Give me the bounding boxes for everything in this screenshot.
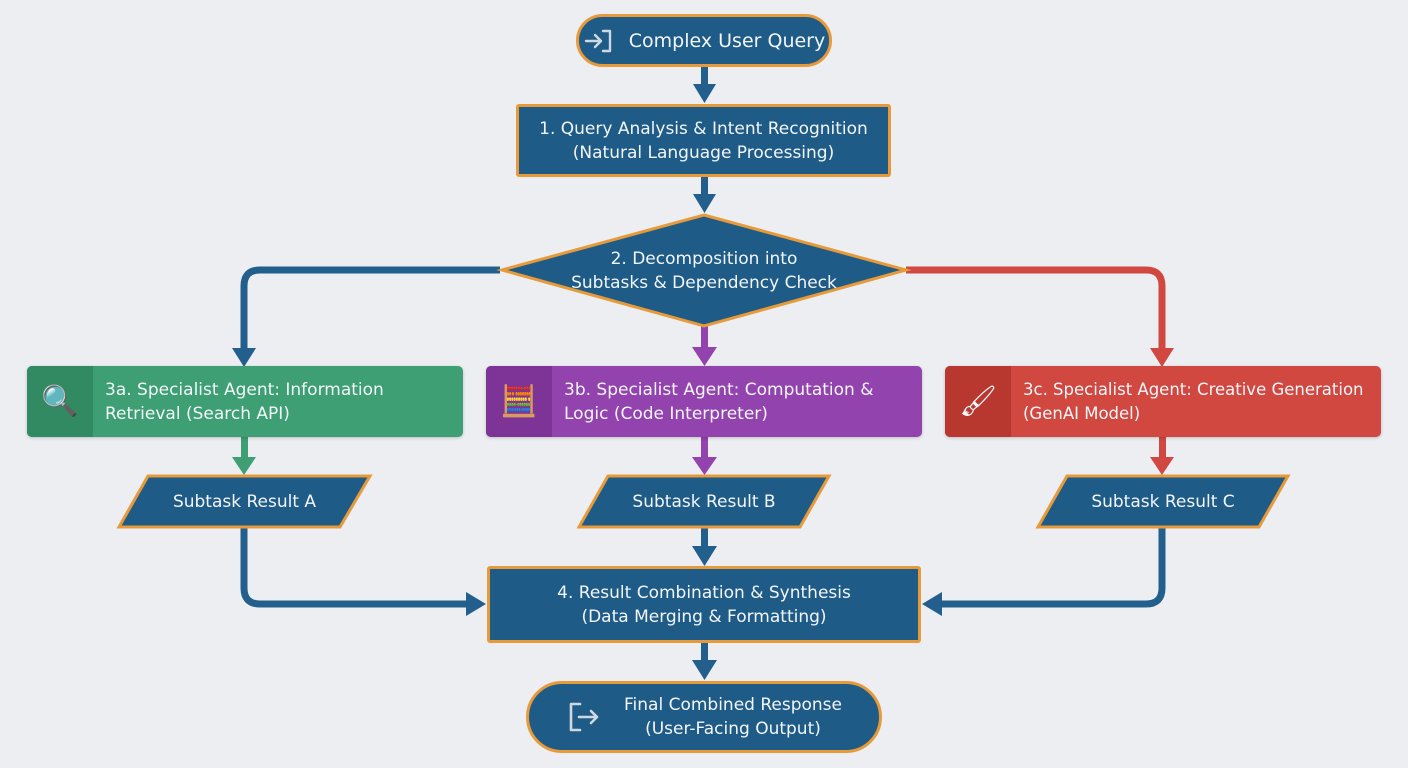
step4-subtitle: (Data Merging & Formatting) — [581, 606, 827, 627]
arrow-agent-a-to-result-a — [232, 436, 256, 475]
decision-diamond — [496, 213, 912, 328]
result-c-shape — [1035, 474, 1291, 529]
agent-b-title: 3b. Specialist Agent: Computation & — [564, 379, 874, 400]
agent-a-title: 3a. Specialist Agent: Information — [105, 379, 384, 400]
agent-a-subtitle: Retrieval (Search API) — [105, 403, 290, 424]
arrow-step4-to-end — [692, 642, 717, 680]
agent-c-title: 3c. Specialist Agent: Creative Generatio… — [1023, 379, 1364, 399]
exit-icon — [566, 700, 604, 734]
arrow-step2-to-agent-a — [232, 266, 500, 367]
result-b-label: Subtask Result B — [632, 491, 776, 512]
result-c-label: Subtask Result C — [1091, 491, 1235, 512]
result-a-shape — [116, 474, 373, 529]
arrow-step1-to-step2 — [693, 176, 716, 213]
arrow-start-to-step1 — [693, 66, 716, 103]
calculator-icon: 🧮 — [486, 366, 552, 437]
step4-node: 4. Result Combination & Synthesis (Data … — [487, 566, 921, 643]
arrow-step2-to-agent-b — [692, 326, 717, 366]
result-b-node: Subtask Result B — [579, 476, 829, 527]
result-c-node: Subtask Result C — [1038, 476, 1288, 527]
end-node: Final Combined Response (User-Facing Out… — [526, 681, 882, 753]
step1-subtitle: (Natural Language Processing) — [572, 142, 835, 163]
step2-node: 2. Decomposition into Subtasks & Depende… — [540, 244, 868, 298]
start-label: Complex User Query — [628, 29, 826, 52]
step2-title: 2. Decomposition into — [610, 249, 798, 269]
arrow-step2-to-agent-c — [906, 266, 1174, 367]
step4-title: 4. Result Combination & Synthesis — [557, 582, 851, 603]
agent-c-node: 🖌 3c. Specialist Agent: Creative Generat… — [945, 366, 1381, 437]
agent-a-node: 🔍 3a. Specialist Agent: Information Retr… — [27, 366, 463, 437]
step1-title: 1. Query Analysis & Intent Recognition — [539, 118, 868, 139]
agent-c-subtitle: (GenAI Model) — [1023, 403, 1141, 423]
arrow-agent-c-to-result-c — [1150, 436, 1174, 475]
end-title: Final Combined Response — [623, 695, 842, 715]
paintbrush-icon: 🖌 — [945, 366, 1011, 437]
step2-subtitle: Subtasks & Dependency Check — [571, 273, 837, 293]
arrow-agent-b-to-result-b — [692, 436, 717, 475]
agent-b-subtitle: Logic (Code Interpreter) — [564, 403, 768, 424]
result-a-label: Subtask Result A — [172, 491, 317, 512]
arrow-result-b-to-step4 — [692, 528, 717, 566]
magnifier-icon: 🔍 — [27, 366, 93, 437]
enter-icon — [583, 28, 615, 54]
end-subtitle: (User-Facing Output) — [645, 719, 821, 739]
step1-node: 1. Query Analysis & Intent Recognition (… — [516, 104, 891, 177]
result-b-shape — [576, 474, 832, 529]
agent-b-node: 🧮 3b. Specialist Agent: Computation & Lo… — [486, 366, 922, 437]
arrow-result-a-to-step4 — [240, 528, 486, 616]
start-node: Complex User Query — [576, 14, 832, 67]
arrow-result-c-to-step4 — [922, 528, 1166, 616]
result-a-node: Subtask Result A — [119, 476, 370, 527]
